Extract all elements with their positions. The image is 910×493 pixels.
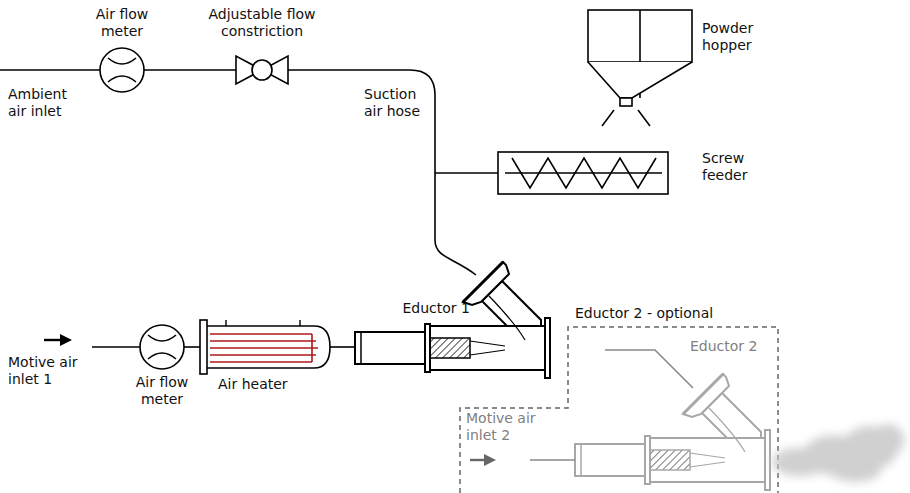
component-label: Ambient air inlet [8,86,80,119]
air-heater [210,334,318,362]
suction-line [0,69,100,71]
component-label: Adjustable flow constriction [187,6,337,39]
eductor-2 [530,459,575,461]
eductor-2 [484,454,496,466]
flow-meter-symbol [100,48,144,92]
flow-arrow [44,334,72,346]
flow-meter-symbol [100,48,144,92]
powder-hopper [588,10,692,126]
air-heater [210,347,318,349]
screw-feeder [512,158,656,188]
air-heater [225,320,226,326]
motive-line [92,346,140,348]
screw-feeder [498,152,668,194]
component-label: Air flow meter [82,6,162,39]
air-heater [210,333,312,335]
component-label: Eductor 2 - optional [575,305,713,322]
eductor-2 [470,459,486,461]
suction-line [0,70,498,275]
valve-symbol [236,56,288,84]
air-heater [210,354,316,356]
powder-hopper [588,62,692,98]
screw-feeder [505,172,662,174]
powder-hopper [620,98,632,106]
optional-region [460,327,778,493]
flow-meter-symbol [140,325,184,369]
component-label: Screw feeder [702,150,774,183]
valve-symbol [252,60,272,80]
eductor-2 [605,350,693,388]
motive-line [330,346,356,348]
flow-arrow [60,334,72,346]
component-label: Suction air hose [364,86,430,119]
air-heater [311,334,313,362]
component-label: Motive air inlet 2 [466,410,556,443]
air-heater [210,361,312,363]
air-heater [206,326,330,368]
powder-cloud [772,424,904,482]
flow-meter-symbol [148,335,176,341]
component-label: Motive air inlet 1 [8,354,98,387]
flow-meter-symbol [108,76,136,82]
air-heater [299,320,300,326]
component-label: Eductor 2 [690,338,757,355]
air-heater [210,340,316,342]
powder-hopper [638,110,650,126]
component-label: Air flow meter [122,374,202,407]
powder-hopper [602,110,614,126]
flow-meter-symbol [148,353,176,359]
powder-cloud [829,458,881,482]
flow-meter-symbol [108,58,136,64]
flow-arrow [44,339,62,341]
component-label: Eductor 1 [403,300,470,317]
air-heater [200,320,330,374]
component-label: Powder hopper [702,20,774,53]
suction-line [144,69,236,71]
component-label: Air heater [218,376,288,393]
powder-cloud [872,424,904,456]
eductor-1 [355,262,550,378]
flow-meter-symbol [140,325,184,369]
motive-line [184,346,200,348]
eductor-2 [575,374,770,490]
air-heater [200,320,207,374]
eductor-1 [355,262,550,378]
screw-feeder [498,152,668,194]
suction-line [435,172,498,174]
